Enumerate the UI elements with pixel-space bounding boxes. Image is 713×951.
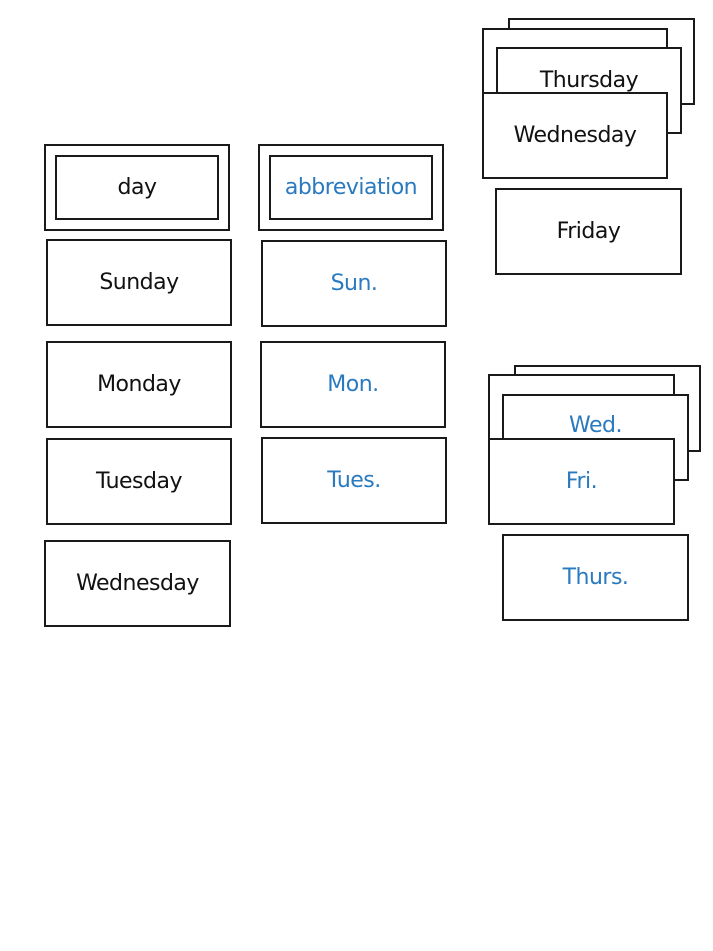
card-label-tues: Tues. xyxy=(327,468,381,493)
card-thurs[interactable]: Thurs. xyxy=(502,534,689,621)
card-label-wednesday-stack: Wednesday xyxy=(513,123,637,148)
card-label-thurs: Thurs. xyxy=(562,565,629,590)
card-label-sun: Sun. xyxy=(330,271,378,296)
card-mon[interactable]: Mon. xyxy=(260,341,446,428)
card-label-friday: Friday xyxy=(556,219,621,244)
card-label-thursday: Thursday xyxy=(539,68,639,93)
card-friday[interactable]: Friday xyxy=(495,188,682,275)
header-label-abbreviation: abbreviation xyxy=(284,175,418,200)
header-card-abbreviation-frame: abbreviation xyxy=(269,155,433,220)
card-wednesday[interactable]: Wednesday xyxy=(44,540,231,627)
card-label-wednesday: Wednesday xyxy=(76,571,199,596)
card-sunday[interactable]: Sunday xyxy=(46,239,232,326)
card-tuesday[interactable]: Tuesday xyxy=(46,438,232,525)
header-card-day[interactable]: day xyxy=(44,144,230,231)
card-label-wed: Wed. xyxy=(569,413,622,438)
card-tues[interactable]: Tues. xyxy=(261,437,447,524)
card-label-fri: Fri. xyxy=(565,469,598,494)
header-label-day: day xyxy=(117,175,157,200)
header-card-day-frame: day xyxy=(55,155,219,220)
card-monday[interactable]: Monday xyxy=(46,341,232,428)
card-label-mon: Mon. xyxy=(327,372,379,397)
card-wednesday-stack[interactable]: Wednesday xyxy=(482,92,668,179)
card-label-monday: Monday xyxy=(97,372,181,397)
header-card-abbreviation[interactable]: abbreviation xyxy=(258,144,444,231)
card-label-sunday: Sunday xyxy=(99,270,179,295)
card-sun[interactable]: Sun. xyxy=(261,240,447,327)
card-fri[interactable]: Fri. xyxy=(488,438,675,525)
card-label-tuesday: Tuesday xyxy=(95,469,183,494)
